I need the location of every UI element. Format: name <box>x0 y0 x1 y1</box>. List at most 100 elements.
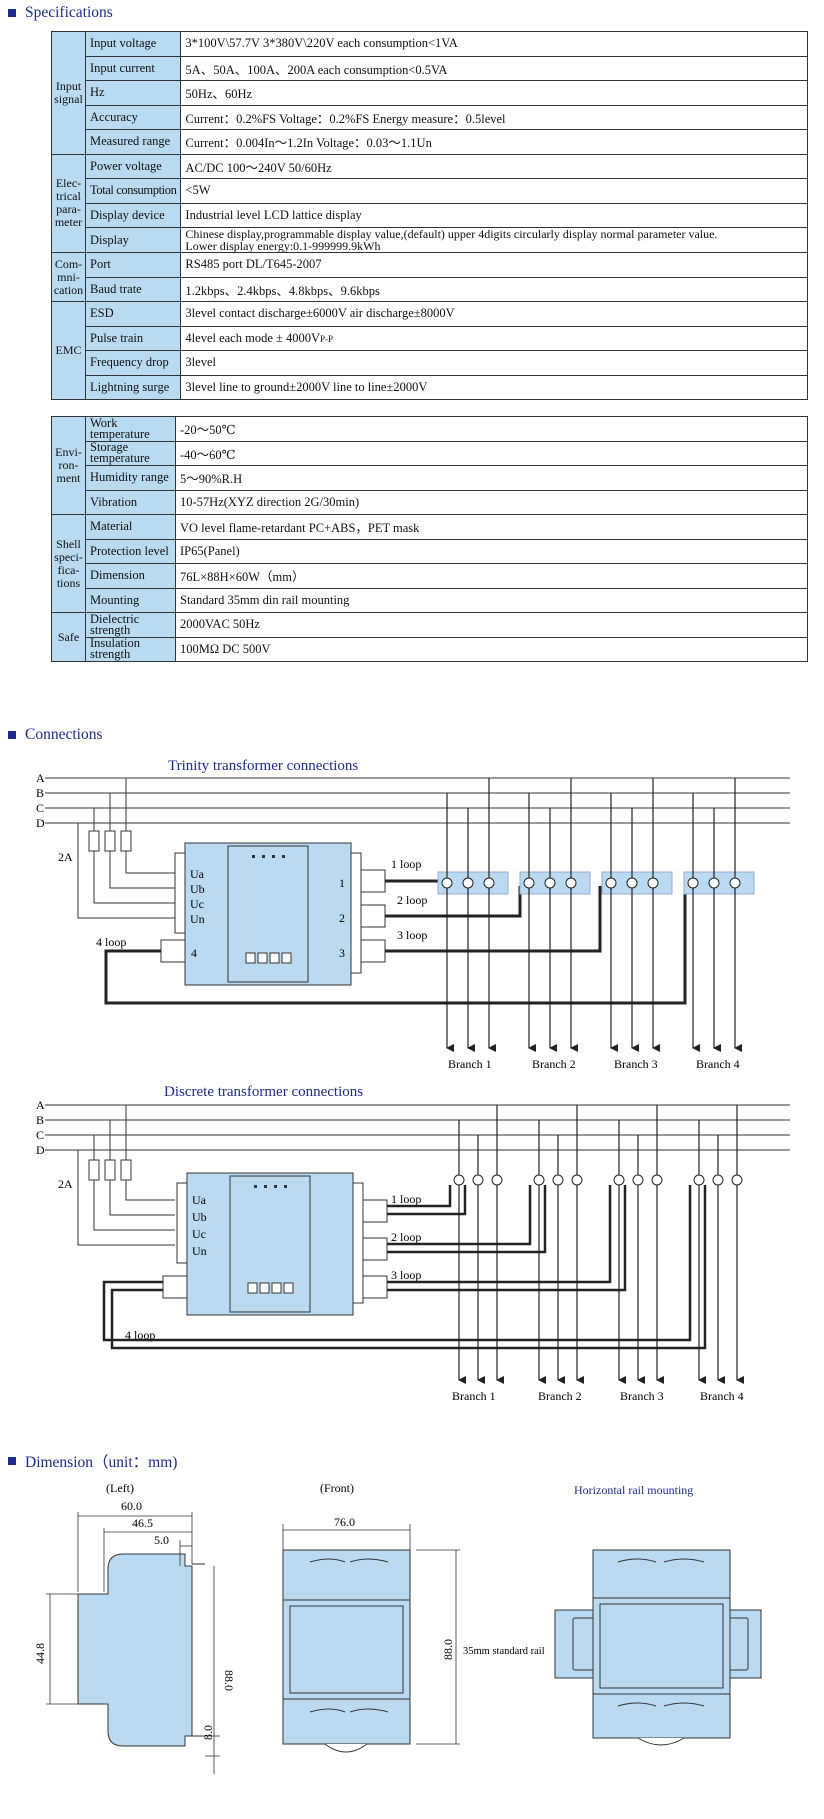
row-value: Current：0.004In～1.2In Voltage：0.03～1.1Un <box>180 129 808 155</box>
table-row: Insulation strength 100MΩ DC 500V <box>52 636 808 662</box>
branch-label: Branch 1 <box>448 1057 492 1071</box>
branch-label: Branch 3 <box>614 1057 658 1071</box>
row-label: Accuracy <box>84 104 182 130</box>
phase-label: A <box>36 1098 45 1112</box>
row-label: Mounting <box>85 587 176 613</box>
fuse-label: 2A <box>58 850 73 864</box>
row-value: -40～60℃ <box>175 440 808 466</box>
row-value: 10-57Hz(XYZ direction 2G/30min) <box>175 489 808 515</box>
row-label: Dielectric strength <box>85 612 176 638</box>
dim-width-5: 5.0 <box>154 1533 169 1547</box>
front-view-label: (Front) <box>320 1481 354 1495</box>
trinity-title: Trinity transformer connections <box>168 758 358 774</box>
fuses <box>88 1159 132 1181</box>
group-shell-specifications: Shell speci-fica-tions <box>51 514 86 613</box>
table-row: Dimension 76L×88H×60W（mm） <box>52 563 808 589</box>
port-label: 3 <box>339 946 345 960</box>
display-line-1: Chinese display,programmable display val… <box>185 227 718 241</box>
loop-connectors <box>162 1199 388 1299</box>
branch-feeders <box>446 778 742 1052</box>
branch-label: Branch 4 <box>696 1057 740 1071</box>
trinity-diagram: Trinity transformer connections A B C D … <box>36 758 790 1071</box>
table-row: Com-mni-cation Port RS485 port DL/T645-2… <box>51 252 808 302</box>
row-value: -20～50℃ <box>175 416 808 442</box>
dim-height-8: 8.0 <box>201 1725 215 1740</box>
table-row: Lightning surge 3level line to ground±20… <box>52 374 808 400</box>
row-value: IP65(Panel) <box>175 538 808 564</box>
loop-label: 3 loop <box>397 928 427 942</box>
dimension-drawings: (Left) (Front) Horizontal rail mounting … <box>33 1481 762 1774</box>
row-value: 3level line to ground±2000V line to line… <box>180 374 808 400</box>
row-label: Insulation strength <box>85 636 176 662</box>
dim-height-44: 44.8 <box>33 1643 47 1664</box>
group-input-signal: Input signal <box>51 31 86 155</box>
meter-terminal-labels: Ua Ub Uc Un <box>192 1193 207 1258</box>
table-row: Storage temperature -40～60℃ <box>52 440 808 466</box>
table-row: Input current 5A、50A、100A、200A each cons… <box>52 55 808 81</box>
row-label: Storage temperature <box>85 440 176 466</box>
phase-lines <box>45 777 790 824</box>
row-value: 5A、50A、100A、200A each consumption<0.5VA <box>180 55 808 81</box>
port-label: 2 <box>339 911 345 925</box>
row-value: RS485 port DL/T645-2007 <box>180 252 808 278</box>
loop-labels: 1 loop 2 loop 3 loop 4 loop <box>125 1192 421 1342</box>
table-row: Vibration 10-57Hz(XYZ direction 2G/30min… <box>52 489 808 515</box>
branch-labels: Branch 1 Branch 2 Branch 3 Branch 4 <box>448 1057 740 1071</box>
table-row: Baud trate 1.2kbps、2.4kbps、4.8kbps、9.6kb… <box>52 276 808 302</box>
row-label: Dimension <box>85 563 176 589</box>
phase-label: A <box>36 771 45 785</box>
port-label: 4 <box>191 946 197 960</box>
terminal-label: Ub <box>192 1210 207 1224</box>
table-row: Frequency drop 3level <box>52 350 808 376</box>
row-value: Industrial level LCD lattice display <box>180 202 808 228</box>
pulse-value: 4level each mode ± 4000V <box>185 330 321 345</box>
row-value: VO level flame-retardant PC+ABS，PET mask <box>175 514 808 540</box>
row-label: Display <box>84 227 182 253</box>
loop-label: 2 loop <box>397 893 427 907</box>
phase-label: D <box>36 1143 45 1157</box>
terminal-label: Ub <box>190 882 205 896</box>
group-environment: Envi-ron-ment <box>51 416 86 515</box>
terminal-label: Ua <box>192 1193 207 1207</box>
branch-label: Branch 4 <box>700 1389 744 1403</box>
meter-port-labels: 1 2 3 4 <box>191 876 345 960</box>
table-row: Hz 50Hz、60Hz <box>52 80 808 106</box>
row-label: Vibration <box>85 489 176 515</box>
phase-label: B <box>36 1113 44 1127</box>
row-label: Frequency drop <box>84 350 182 376</box>
row-value: 2000VAC 50Hz <box>175 612 808 638</box>
row-label: Port <box>84 252 182 278</box>
table-row: Envi-ron-ment Work temperature -20～50℃ <box>51 416 808 515</box>
dim-width-46: 46.5 <box>132 1516 153 1530</box>
meter-device <box>174 842 362 986</box>
table-row: Total consumption <5W <box>52 178 808 204</box>
loop-label: 1 loop <box>391 857 421 871</box>
group-electrical-parameter: Elec-trical para-meter <box>51 153 86 253</box>
dim-height-88b: 88.0 <box>441 1639 455 1660</box>
row-label: Humidity range <box>85 465 176 491</box>
loop-cables <box>102 1185 707 1350</box>
phase-lines <box>45 1104 790 1151</box>
fuse-label: 2A <box>58 1177 73 1191</box>
terminal-label: Uc <box>190 897 204 911</box>
phase-label: C <box>36 1128 44 1142</box>
branch-label: Branch 2 <box>532 1057 576 1071</box>
row-value: 4level each mode ± 4000VP-P <box>180 325 808 351</box>
specifications-heading: Specifications <box>8 4 113 22</box>
row-value: 100MΩ DC 500V <box>175 636 808 662</box>
dim-width-60: 60.0 <box>121 1499 142 1513</box>
spec-table-electrical: Input signal Input voltage 3*100V\57.7V … <box>51 31 808 400</box>
row-value: Current：0.2%FS Voltage：0.2%FS Energy mea… <box>180 104 808 130</box>
row-value: 3*100V\57.7V 3*380V\220V each consumptio… <box>180 31 808 57</box>
row-label: ESD <box>84 301 182 327</box>
table-row: Display Chinese display,programmable dis… <box>52 227 808 253</box>
loop-label: 3 loop <box>391 1268 421 1282</box>
row-label: Work temperature <box>85 416 176 442</box>
branch-label: Branch 2 <box>538 1389 582 1403</box>
spec-table-environment: Envi-ron-ment Work temperature -20～50℃ S… <box>51 416 808 662</box>
discrete-diagram: Discrete transformer connections A B C D… <box>36 1084 790 1403</box>
terminal-label: Uc <box>192 1227 206 1241</box>
ct-rings <box>453 1174 743 1186</box>
table-row: Humidity range 5～90%R.H <box>52 465 808 491</box>
loop-label: 4 loop <box>96 935 126 949</box>
